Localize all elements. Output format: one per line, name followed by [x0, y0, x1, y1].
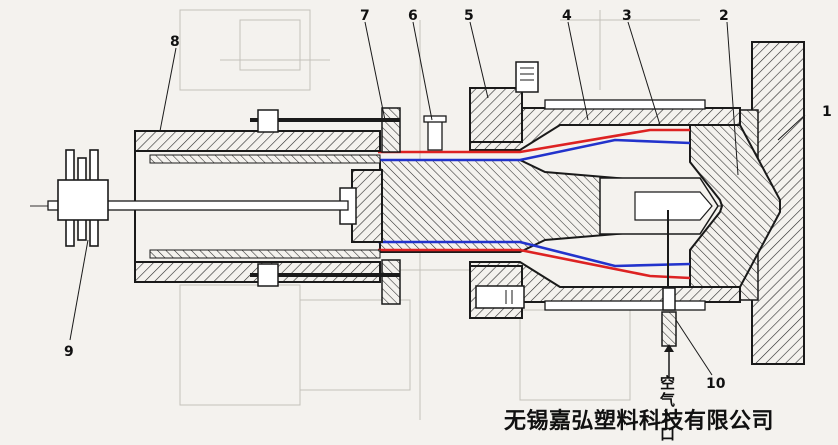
leader-lines: [69, 21, 806, 376]
end-discs: [57, 149, 109, 247]
air-inlet-label: 空 气 入 口: [659, 374, 675, 443]
label-part-1: 1: [822, 104, 832, 120]
label-part-10: 10: [706, 376, 726, 392]
flow-inner-bottom: [378, 240, 691, 268]
label-part-5: 5: [464, 8, 474, 24]
sizing-sleeve: [134, 109, 400, 287]
label-part-4: 4: [562, 8, 572, 24]
label-part-7: 7: [360, 8, 370, 24]
label-part-3: 3: [622, 8, 632, 24]
flow-inner-top: [378, 138, 691, 162]
label-part-9: 9: [64, 344, 74, 360]
label-part-2: 2: [719, 8, 729, 24]
company-name: 无锡嘉弘塑料科技有限公司: [504, 409, 775, 434]
label-part-6: 6: [408, 8, 418, 24]
air-inlet-char-2: 气: [659, 391, 675, 409]
label-part-8: 8: [170, 34, 180, 50]
die-body: [469, 61, 781, 319]
flow-outer-top: [378, 128, 690, 154]
air-inlet-char-4: 口: [660, 425, 675, 443]
air-inlet-pipe: [661, 210, 677, 378]
air-inlet-char-3: 入: [660, 408, 675, 426]
air-inlet-char-1: 空: [660, 374, 675, 392]
melt-flow-channels: [378, 128, 691, 280]
mandrel: [379, 159, 719, 253]
flow-outer-bottom: [378, 248, 691, 280]
air-tube: [47, 200, 349, 211]
